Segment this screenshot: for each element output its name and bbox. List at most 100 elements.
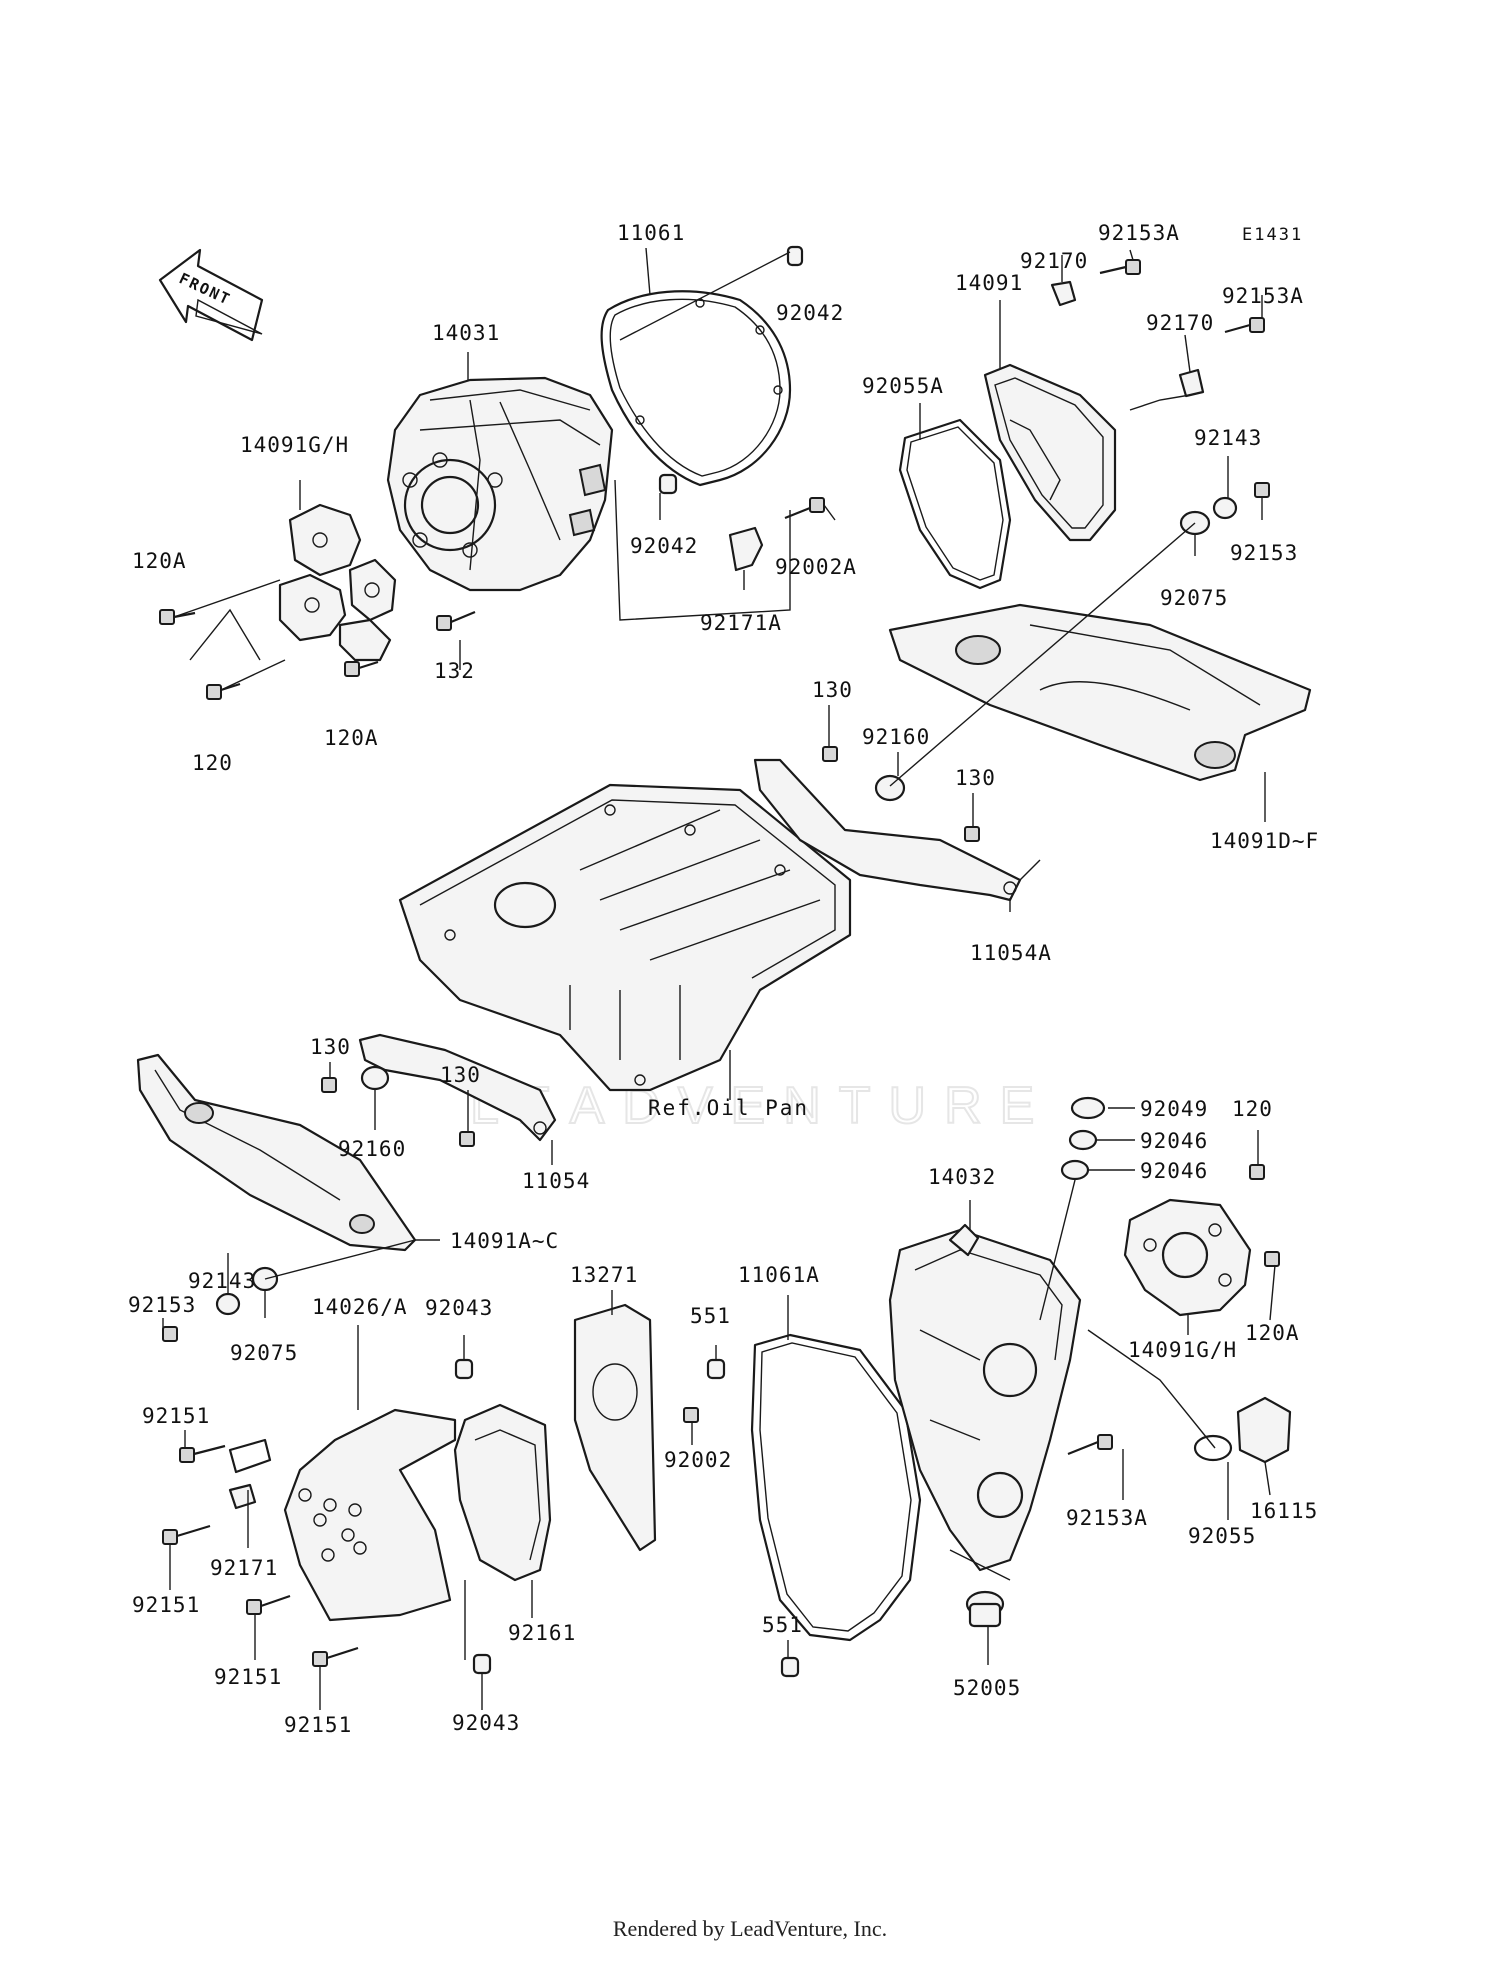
dowel-551-bottom: [780, 1656, 800, 1678]
part-label: 11061: [617, 221, 685, 245]
part-label: 92075: [1160, 586, 1228, 610]
dowel-92042-top: [786, 245, 804, 267]
part-label: 14032: [928, 1165, 996, 1189]
grommet-92160-lower: [360, 1065, 390, 1091]
dowel-92043-bottom: [472, 1653, 492, 1675]
part-label: 92151: [284, 1713, 352, 1737]
engine-cover-14091a-c: [136, 1053, 417, 1252]
part-label: 92002A: [775, 555, 857, 579]
part-label: 14026/A: [312, 1295, 408, 1319]
part-label: 92171: [210, 1556, 278, 1580]
part-label: 92160: [862, 725, 930, 749]
bolt-120a-lower: [344, 660, 379, 677]
bearing-92046-upper: [1068, 1129, 1098, 1151]
part-label: 52005: [953, 1676, 1021, 1700]
watermark: LEADVENTURE: [470, 1077, 1052, 1135]
part-labels: 11061 92042 14031 14091G/H 120A 92042 92…: [128, 221, 1319, 1737]
part-label: 14091G/H: [240, 433, 349, 457]
part-label: 551: [762, 1613, 803, 1637]
bolt-92151-a: [179, 1444, 226, 1463]
part-label: 130: [310, 1035, 351, 1059]
bolt-92151-d: [312, 1646, 359, 1667]
part-label: 16115: [1250, 1499, 1318, 1523]
oil-level-gauge-52005: [965, 1590, 1005, 1628]
bolt-132: [436, 610, 476, 631]
part-label: 120A: [132, 549, 187, 573]
part-label: 120A: [1245, 1321, 1300, 1345]
part-label: 551: [690, 1304, 731, 1328]
part-label: 92046: [1140, 1129, 1208, 1153]
filler-cap-16115: [1236, 1396, 1292, 1464]
clamp-92171: [228, 1438, 272, 1510]
clamp-92170-lower: [1178, 368, 1205, 398]
part-label: 92161: [508, 1621, 576, 1645]
sprocket-cover-14026a: [283, 1408, 457, 1622]
bolt-92151-b: [162, 1524, 211, 1545]
engine-cover-14091d-f: [888, 603, 1312, 782]
part-label: 92055A: [862, 374, 944, 398]
part-label: 14091D~F: [1210, 829, 1319, 853]
part-label: 13271: [570, 1263, 638, 1287]
part-label: 120A: [324, 726, 379, 750]
clutch-cover-14032: [888, 1223, 1082, 1572]
part-label: 92042: [776, 301, 844, 325]
part-label: 130: [440, 1063, 481, 1087]
dowel-551-top: [706, 1358, 726, 1380]
bolt-130-d: [459, 1131, 475, 1147]
part-label: 92055: [1188, 1524, 1256, 1548]
part-label: 92160: [338, 1137, 406, 1161]
alternator-cover-14031: [386, 376, 614, 592]
cover-14091: [983, 363, 1117, 542]
pulse-cover-14091gh-right: [1123, 1198, 1252, 1317]
collar-92143-bottom: [215, 1292, 241, 1316]
bolt-130-b: [964, 826, 980, 842]
part-label: 92153A: [1098, 221, 1180, 245]
grommet-92160-upper: [874, 774, 906, 802]
part-label: 11054: [522, 1169, 590, 1193]
diagram-code: E1431: [1242, 225, 1303, 245]
bracket-11054: [358, 1033, 557, 1142]
bolt-120-right: [1249, 1164, 1265, 1180]
part-label: 92151: [132, 1593, 200, 1617]
part-label: 130: [955, 766, 996, 790]
oil-pan-reference: [398, 783, 852, 1092]
bolt-92153-bottom: [162, 1326, 178, 1342]
part-label: 130: [812, 678, 853, 702]
part-label: 92153A: [1222, 284, 1304, 308]
part-label: 92049: [1140, 1097, 1208, 1121]
clutch-gasket-11061a: [750, 1333, 922, 1642]
part-label: 92143: [1194, 426, 1262, 450]
part-label: 11061A: [738, 1263, 820, 1287]
part-label: 92151: [142, 1404, 210, 1428]
part-label: 92043: [452, 1711, 520, 1735]
dowel-92043-top: [454, 1358, 474, 1380]
o-ring-92055: [1193, 1434, 1233, 1462]
part-label: 92153: [128, 1293, 196, 1317]
bolt-130-c: [321, 1077, 337, 1093]
bolt-92153a-right: [1224, 317, 1265, 334]
part-label: 14031: [432, 321, 500, 345]
gasket-92055a: [898, 418, 1012, 590]
bolt-120a-right: [1264, 1251, 1280, 1267]
bolt-92153-top: [1254, 482, 1270, 498]
bolt-120: [206, 682, 241, 700]
front-arrow-icon: FRONT: [158, 248, 264, 342]
part-label: 92002: [664, 1448, 732, 1472]
part-label: 11054A: [970, 941, 1052, 965]
part-label: 92151: [214, 1665, 282, 1689]
oil-seal-92049: [1070, 1096, 1106, 1120]
part-label: 92153: [1230, 541, 1298, 565]
bolt-130-a: [822, 746, 838, 762]
part-label: 92043: [425, 1296, 493, 1320]
part-label: 14091A~C: [450, 1229, 559, 1253]
part-label: 120: [1232, 1097, 1273, 1121]
dowel-92042-mid: [658, 473, 678, 495]
footer-credit: Rendered by LeadVenture, Inc.: [612, 1916, 888, 1941]
bolt-92002a: [784, 497, 825, 520]
bolt-92153a-clutch: [1067, 1434, 1113, 1456]
alternator-pulse-cover-14091gh: [278, 503, 397, 662]
ref-oil-pan-label: Ref.Oil Pan: [648, 1096, 809, 1120]
gasket-13271: [573, 1303, 657, 1552]
part-label: 92046: [1140, 1159, 1208, 1183]
